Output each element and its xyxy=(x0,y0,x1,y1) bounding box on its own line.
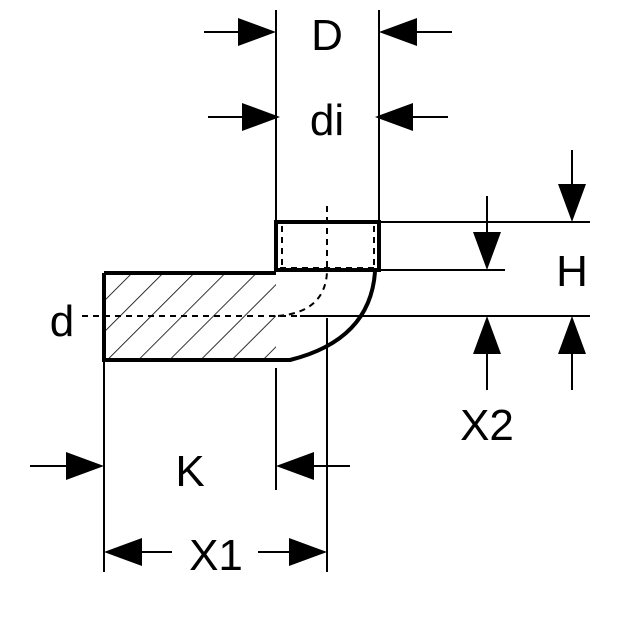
arrow-up-icon xyxy=(473,316,501,354)
extension-lines-bottom xyxy=(103,318,328,572)
label-d: d xyxy=(50,297,74,346)
arrow-down-icon xyxy=(558,184,586,222)
dimension-D: D xyxy=(204,11,452,60)
arrow-left-icon xyxy=(104,538,142,566)
hatched-pipe-body xyxy=(102,271,377,362)
label-X1: X1 xyxy=(189,531,243,580)
arrow-right-icon xyxy=(66,452,104,480)
arrow-left-icon xyxy=(276,452,314,480)
label-H: H xyxy=(556,247,588,296)
label-K: K xyxy=(175,447,204,496)
dimension-X2: X2 xyxy=(460,196,514,450)
arrow-right-icon xyxy=(289,538,327,566)
label-di: di xyxy=(310,96,344,145)
elbow-hidden-lines xyxy=(277,206,328,317)
arrow-left-icon xyxy=(375,103,413,131)
dimension-di: di xyxy=(208,96,448,145)
reference-lines-right xyxy=(379,221,590,271)
arrow-right-icon xyxy=(238,18,276,46)
dimension-K: K xyxy=(30,447,350,496)
dimension-H: H xyxy=(556,150,588,390)
dimension-X1: X1 xyxy=(104,531,327,580)
arrow-left-icon xyxy=(379,18,417,46)
label-D: D xyxy=(311,11,343,60)
label-X2: X2 xyxy=(460,401,514,450)
arrow-down-icon xyxy=(473,232,501,270)
arrow-up-icon xyxy=(558,316,586,354)
arrow-right-icon xyxy=(242,103,280,131)
